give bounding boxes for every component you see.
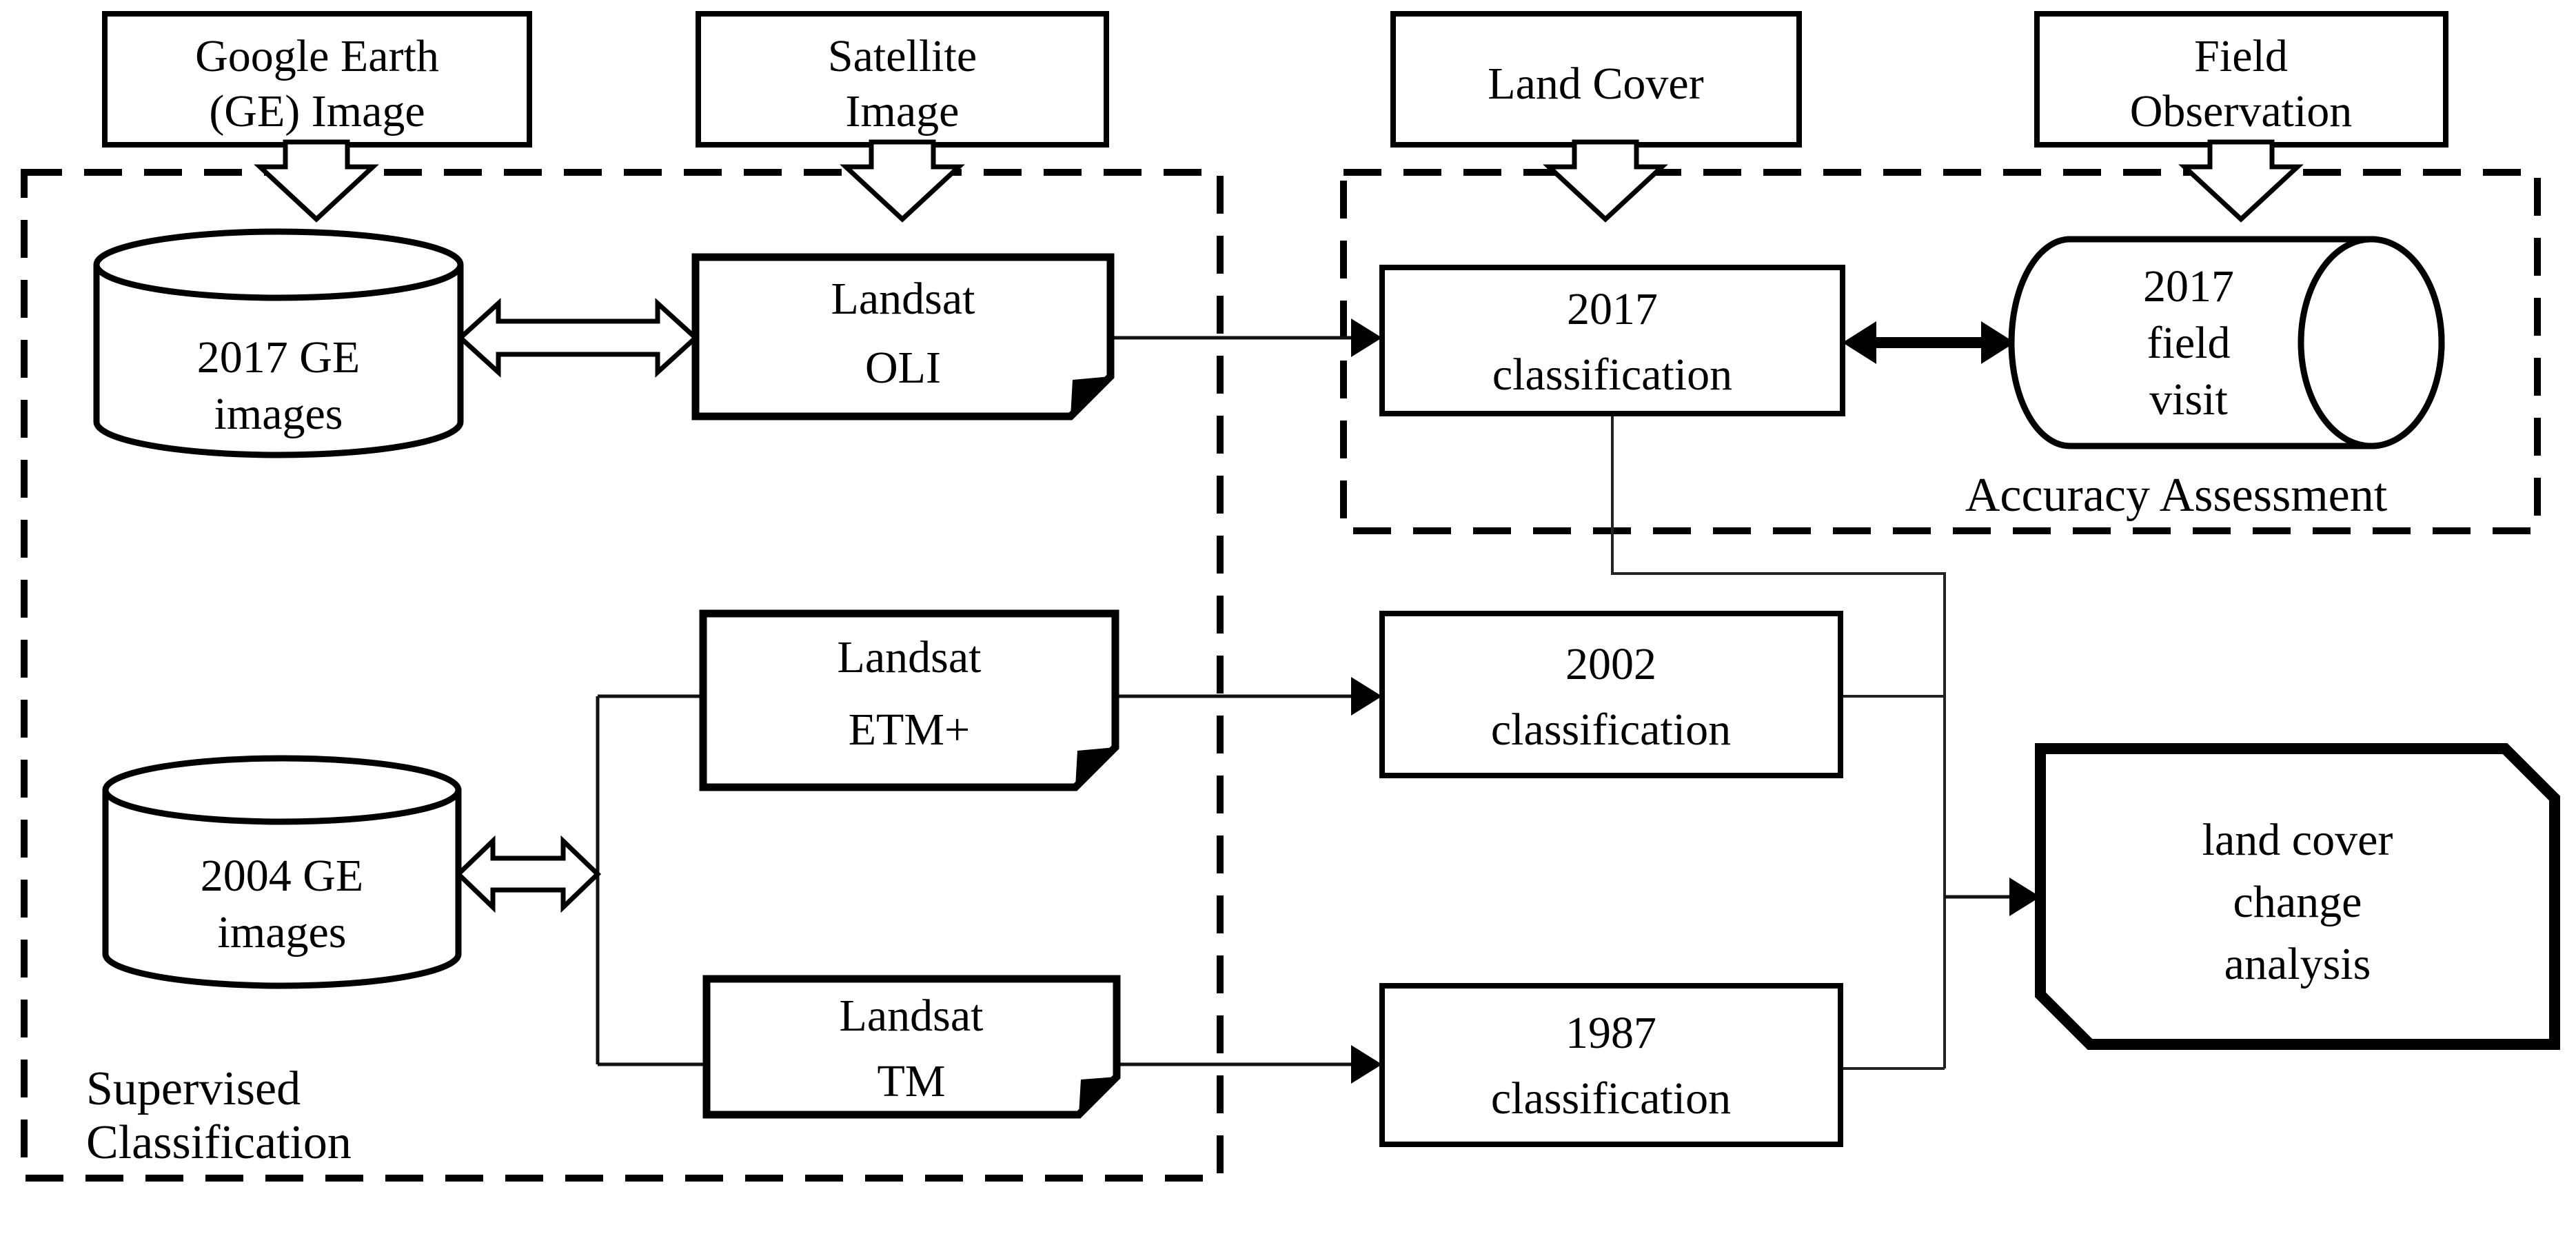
- field-visit-label-3: visit: [2149, 374, 2228, 425]
- down-arrow-land-cover: [1543, 139, 1668, 223]
- landsat-etm-folded-corner: [1075, 747, 1115, 787]
- classification-2002-label-2: classification: [1491, 705, 1731, 755]
- google-earth-image-label-2: (GE) Image: [209, 86, 425, 136]
- field-visit-2017-datastore: 2017 field visit: [2008, 236, 2445, 449]
- landsat-oli-folded-corner: [1071, 376, 1110, 416]
- ge-2004-images-datastore: 2004 GE images: [102, 755, 462, 989]
- down-arrow-google-earth: [254, 139, 379, 223]
- landsat-oli-document: Landsat OLI: [691, 253, 1115, 421]
- land-cover-change-analysis-outline: [2035, 743, 2560, 1050]
- classification-1987-label-2: classification: [1491, 1073, 1731, 1124]
- accuracy-assessment-caption: Accuracy Assessment: [1965, 469, 2388, 522]
- landsat-tm-folded-corner: [1079, 1077, 1117, 1115]
- land-cover-change-analysis-node: land cover change analysis: [2035, 743, 2560, 1050]
- satellite-image-label-1: Satellite: [828, 31, 977, 81]
- output-label-2: change: [2233, 877, 2362, 927]
- ge-2017-images-datastore: 2017 GE images: [93, 228, 464, 458]
- supervised-classification-container: [21, 169, 1224, 1182]
- open-double-arrow-ge2017-oli: [456, 298, 700, 378]
- field-observation-node: Field Observation: [2034, 11, 2448, 148]
- google-earth-image-node: Google Earth (GE) Image: [102, 11, 532, 148]
- landsat-oli-label-1: Landsat: [831, 274, 975, 324]
- classification-2002-node: 2002 classification: [1379, 611, 1843, 778]
- ge-2017-label-2: images: [214, 389, 343, 439]
- ge-2004-label-2: images: [218, 907, 347, 958]
- output-label-3: analysis: [2224, 939, 2371, 989]
- land-cover-label: Land Cover: [1488, 59, 1703, 109]
- arrowhead-into-2017-classification: [1351, 318, 1382, 357]
- landsat-tm-label-2: TM: [878, 1056, 946, 1106]
- classification-2017-label-1: 2017: [1567, 284, 1658, 334]
- ge-2017-label-1: 2017 GE: [197, 332, 360, 383]
- classification-2017-box: [1379, 265, 1845, 416]
- landsat-tm-document: Landsat TM: [702, 975, 1121, 1119]
- field-observation-label-2: Observation: [2130, 86, 2353, 136]
- classification-1987-label-1: 1987: [1565, 1008, 1656, 1058]
- classification-1987-node: 1987 classification: [1379, 983, 1843, 1147]
- classification-2002-box: [1379, 611, 1843, 778]
- landsat-oli-label-2: OLI: [865, 343, 941, 393]
- field-observation-label-1: Field: [2194, 31, 2288, 81]
- double-arrow-left-head: [1843, 321, 1876, 364]
- arrowhead-into-2002-classification: [1351, 677, 1382, 716]
- ge-2004-label-1: 2004 GE: [201, 851, 363, 901]
- landsat-etm-label-2: ETM+: [849, 705, 971, 755]
- landsat-etm-label-1: Landsat: [838, 632, 982, 682]
- ge-2017-cylinder-top: [93, 228, 464, 301]
- connector-2017-classification-rail: [1611, 414, 1946, 1068]
- satellite-image-label-2: Image: [846, 86, 960, 136]
- down-arrow-field-observation: [2178, 139, 2304, 223]
- arrowhead-into-1987-classification: [1351, 1045, 1382, 1084]
- google-earth-image-label-1: Google Earth: [195, 31, 439, 81]
- classification-2002-label-1: 2002: [1565, 639, 1656, 689]
- landsat-tm-label-1: Landsat: [840, 991, 984, 1041]
- field-visit-cylinder-cap: [2298, 236, 2445, 449]
- ge-2004-cylinder-body: [102, 790, 462, 989]
- field-visit-label-2: field: [2147, 318, 2231, 368]
- classification-2017-label-2: classification: [1492, 350, 1732, 400]
- supervised-classification-caption-1: Supervised: [86, 1062, 301, 1115]
- open-double-arrow-ge2004-branch: [454, 835, 602, 913]
- land-cover-node: Land Cover: [1390, 11, 1802, 148]
- connectors: [596, 318, 2040, 1084]
- classification-2017-node: 2017 classification: [1379, 265, 1845, 416]
- field-visit-label-1: 2017: [2143, 261, 2234, 312]
- down-arrow-satellite: [840, 139, 965, 223]
- supervised-classification-caption-2: Classification: [86, 1116, 352, 1169]
- satellite-image-node: Satellite Image: [696, 11, 1109, 148]
- arrowhead-into-output: [2009, 878, 2040, 916]
- ge-2004-cylinder-top: [102, 755, 462, 825]
- double-arrow-right-head: [1981, 321, 2015, 364]
- ge-2017-cylinder-body: [93, 265, 464, 458]
- landsat-etm-document: Landsat ETM+: [699, 609, 1119, 791]
- output-label-1: land cover: [2202, 815, 2393, 865]
- classification-1987-box: [1379, 983, 1843, 1147]
